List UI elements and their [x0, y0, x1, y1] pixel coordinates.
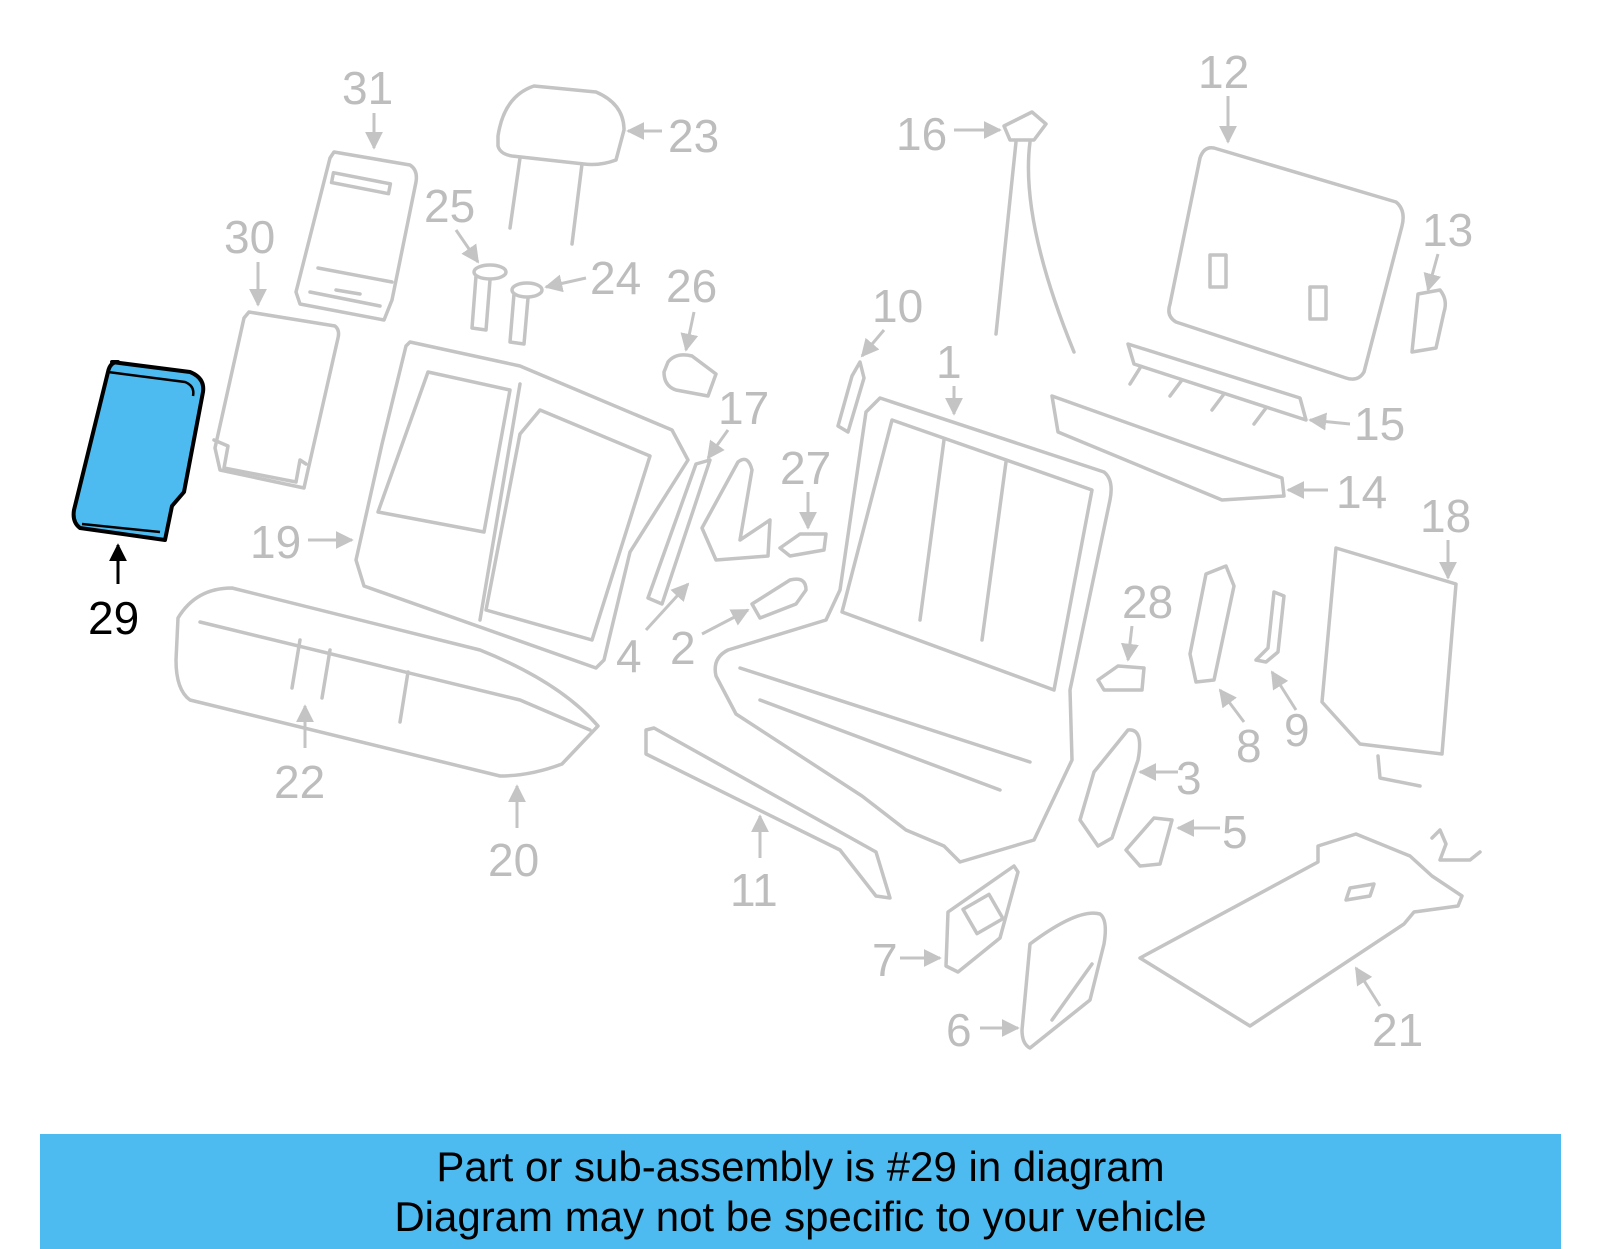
part-4-bracket — [700, 457, 772, 562]
callout-28: 28 — [1122, 576, 1173, 628]
part-11-rail — [644, 726, 892, 900]
part-2-latch — [750, 577, 808, 620]
part-12-back-panel — [1167, 145, 1405, 381]
callout-12: 12 — [1198, 46, 1249, 98]
callout-23: 23 — [668, 110, 719, 162]
part-23-headrest — [496, 84, 626, 246]
part-15-bar — [1126, 342, 1308, 426]
part-1-seat-frame — [713, 396, 1113, 864]
callout-2: 2 — [670, 622, 696, 674]
part-22-20-cushion — [174, 586, 600, 778]
callout-13: 13 — [1422, 204, 1473, 256]
callout-31: 31 — [342, 62, 393, 114]
part-9-trim — [1254, 590, 1286, 664]
part-19-seat-back — [354, 340, 690, 670]
part-31-panel — [294, 150, 419, 322]
part-30-panel — [212, 310, 341, 490]
callout-3: 3 — [1176, 752, 1202, 804]
callout-21: 21 — [1372, 1004, 1423, 1056]
callout-5: 5 — [1222, 806, 1248, 858]
part-18-panel — [1320, 546, 1458, 788]
part-27-clip — [778, 532, 828, 558]
callout-10: 10 — [872, 280, 923, 332]
part-21-floor-panel — [1138, 828, 1482, 1028]
part-25-guide — [470, 263, 508, 332]
callout-27: 27 — [780, 442, 831, 494]
callout-11: 11 — [730, 864, 778, 916]
callout-19: 19 — [250, 516, 301, 568]
callout-7: 7 — [872, 934, 898, 986]
part-3-cover — [1078, 728, 1142, 848]
part-26-bracket — [662, 353, 718, 398]
callout-14: 14 — [1336, 466, 1387, 518]
callout-17: 17 — [718, 382, 769, 434]
part-29-armrest[interactable] — [71, 360, 206, 542]
part-6-cover — [1020, 911, 1108, 1050]
banner-line-1: Part or sub-assembly is #29 in diagram — [436, 1143, 1165, 1190]
callout-26: 26 — [666, 260, 717, 312]
callout-1: 1 — [936, 336, 962, 388]
part-28-clip — [1096, 664, 1146, 692]
callout-24: 24 — [590, 252, 641, 304]
callout-25: 25 — [424, 180, 475, 232]
callout-22: 22 — [274, 756, 325, 808]
banner-line-2: Diagram may not be specific to your vehi… — [394, 1193, 1207, 1240]
callout-20: 20 — [488, 834, 539, 886]
callout-4: 4 — [616, 630, 642, 682]
part-8-trim — [1188, 564, 1236, 684]
part-10-strap — [836, 360, 866, 434]
callout-30: 30 — [224, 211, 275, 263]
part-5-cap — [1124, 816, 1174, 868]
part-17-trim — [646, 458, 712, 606]
part-14-bar — [1050, 394, 1286, 502]
info-banner: Part or sub-assembly is #29 in diagram D… — [40, 1134, 1561, 1249]
callout-29[interactable]: 29 — [88, 592, 139, 644]
callout-9: 9 — [1284, 704, 1310, 756]
part-13-clip — [1410, 288, 1448, 354]
callout-18: 18 — [1420, 490, 1471, 542]
callout-6: 6 — [946, 1004, 972, 1056]
part-16-cable — [994, 110, 1076, 354]
part-7-panel — [944, 864, 1020, 974]
callout-8: 8 — [1236, 720, 1262, 772]
callout-16: 16 — [896, 108, 947, 160]
callout-15: 15 — [1354, 398, 1405, 450]
part-24-guide — [508, 281, 544, 346]
